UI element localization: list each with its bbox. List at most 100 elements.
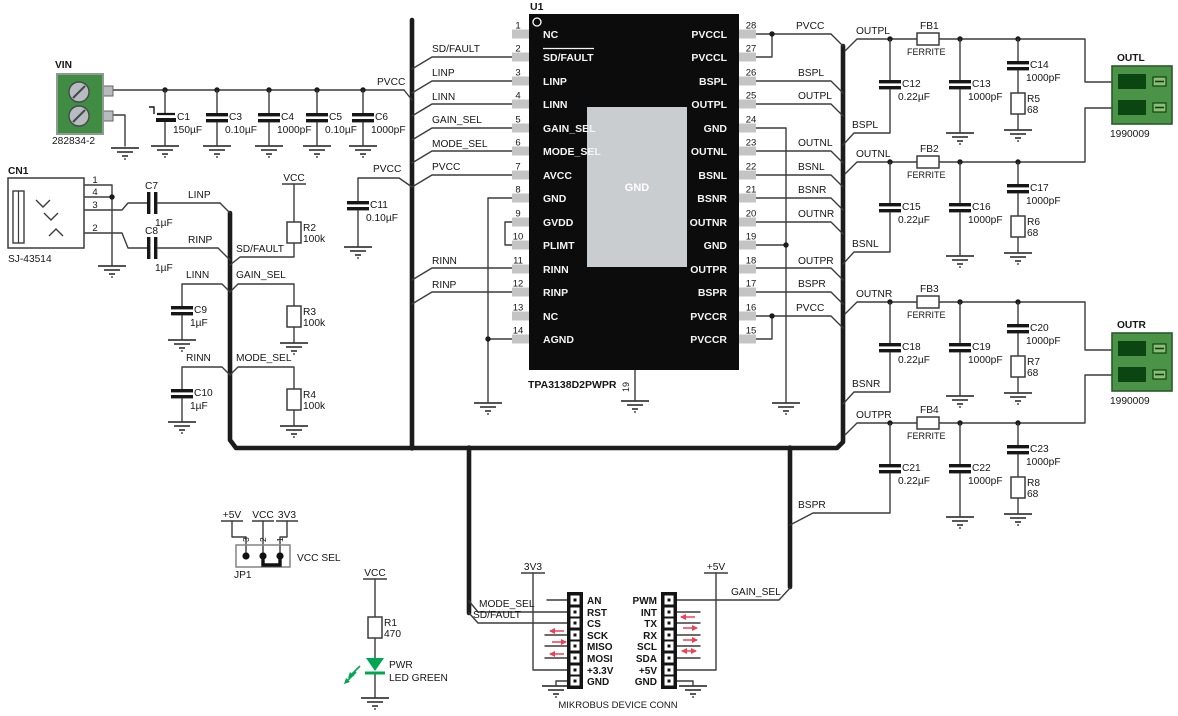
jumper-ref: JP1 [234,570,252,581]
res-value: 68 [1027,105,1039,116]
ic-ref: U1 [530,1,544,13]
wire [789,512,891,526]
header-pin-center [573,679,577,683]
wire [842,251,891,265]
wire [532,572,568,671]
cap-plate [949,470,971,474]
ground-symbol [946,516,974,529]
wire [938,38,1113,83]
arrow-head [561,639,567,645]
wire [487,197,513,404]
net-label: SD/FAULT [432,44,480,55]
ic-pin-name: RINN [543,264,569,276]
ic-pin-number: 12 [513,279,524,290]
junction-dot [466,445,472,451]
connector-part-number: 1990009 [1110,396,1150,407]
ic-pin-name: AVCC [543,170,572,182]
cap-ref: C13 [972,79,991,90]
connector-outr [1111,332,1173,392]
ic-pin-number: 8 [515,185,520,196]
ic-pin-name: GAIN_SEL [543,123,596,135]
wire [229,242,295,266]
ic-pin-number: 10 [513,232,524,243]
jumper-pin-number: 1 [275,537,285,542]
capacitor-C17 [1007,162,1029,216]
ic-pin-number: 17 [746,279,757,290]
wire [938,107,1113,163]
net-label: PVCC [796,303,824,314]
capacitor-C7 [147,192,158,214]
cap-value: 1000pF [277,125,312,136]
header-pin-center [667,598,671,602]
wire [676,680,694,687]
power-flag-label: +5V [223,510,242,521]
capacitor-C3 [206,90,228,146]
capacitor-C10 [171,367,193,422]
cap-plate [258,119,280,123]
power-flag-label: +5V [707,562,726,573]
cap-plate [879,470,901,474]
capacitor-C1 [149,90,176,146]
cap-plate [306,119,328,123]
resistor-body [286,305,302,328]
signal-arrow [552,639,567,645]
power-led [344,658,385,684]
wire [738,197,844,211]
ferrite-body [916,295,940,309]
capacitor-C21 [879,423,901,513]
net-label: GAIN_SEL [432,115,482,126]
cap-ref: C16 [972,202,991,213]
wire [738,267,844,281]
jack-pin-number: 4 [92,187,97,198]
power-flag-label: VCC [364,568,386,579]
ic-pin-name: BSNR [697,193,727,205]
ic-pin-name: GND [704,123,728,135]
net-label: BSNL [852,239,879,250]
res-value: 100k [303,318,326,329]
resistor-R3 [286,305,302,343]
capacitor-C14 [1007,39,1029,93]
ic-pin-number: 19 [746,232,757,243]
ferrite-ref: FB2 [920,144,939,155]
cap-plate [206,119,228,123]
ic-pin-name: BSPR [698,287,728,299]
net-label: LINP [188,190,211,201]
jumper-pin [242,552,250,560]
net-label: LINP [432,68,455,79]
cap-ref: C17 [1030,183,1049,194]
cap-value: 1µF [155,218,173,229]
wire [844,161,918,175]
cap-value: 0.22µF [898,92,930,103]
cap-plate [147,192,151,214]
ferrite-FB3 [916,295,940,309]
ic-pin-name: BSPL [699,76,728,88]
wire-slot [1118,367,1146,382]
header-pin-label: GND [635,677,657,688]
ground-symbol [98,265,126,278]
header-pin-label: GND [587,677,609,688]
net-label: BSNL [798,162,825,173]
jack-contact [35,199,51,208]
cap-ref: C6 [375,112,388,123]
cap-ref: C7 [145,181,158,192]
header-pin-center [573,668,577,672]
capacitor-C15 [879,162,901,252]
cap-value: 1000pF [1026,457,1061,468]
net-label: PVCC [432,162,460,173]
ground-symbol [1004,392,1032,405]
cap-plate [156,118,176,122]
wire [181,283,231,293]
wire [938,374,1113,424]
cap-plate [1007,190,1029,194]
ic-pin-number: 15 [746,326,757,337]
polarity-mark [149,106,155,114]
ic-pin-number: 4 [515,91,520,102]
cap-plate [347,207,369,211]
cap-value: 0.10µF [225,125,257,136]
capacitor-C23 [1007,423,1029,477]
junction-dot [769,31,775,37]
cap-plate [949,209,971,213]
ic-pin-stub [512,170,529,180]
ferrite-ref: FB3 [920,284,939,295]
cap-value: 1000pF [1026,336,1061,347]
